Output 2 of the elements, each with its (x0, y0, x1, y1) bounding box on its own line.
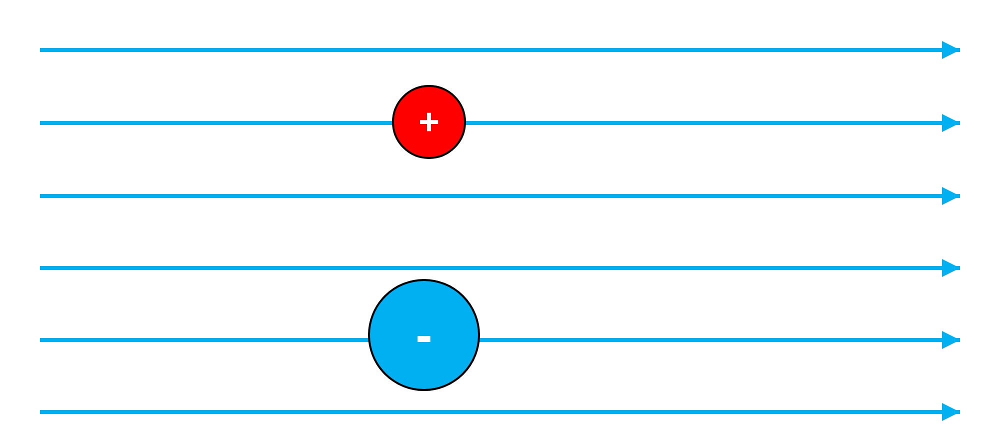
positive-charge-circle: + (392, 85, 466, 159)
negative-charge-circle: - (368, 279, 480, 391)
